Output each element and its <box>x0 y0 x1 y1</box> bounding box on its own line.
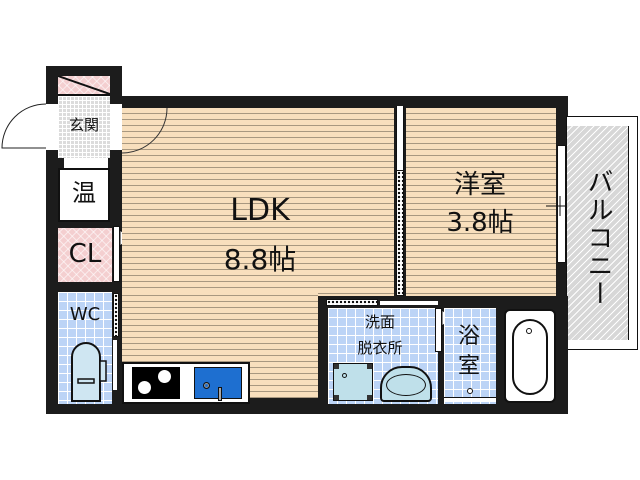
partition-upper <box>396 106 404 170</box>
kitchen-sink[interactable] <box>194 367 242 401</box>
sliding-door-ldk-western[interactable] <box>396 170 404 296</box>
ldk-size: 8.8帖 <box>223 243 297 276</box>
bathroom-label-line2: 室 <box>457 354 480 379</box>
toilet-fixture-icon <box>71 342 107 402</box>
entrance-label: 玄関 <box>68 116 99 134</box>
entrance-inner-opening <box>110 104 122 150</box>
ldk-label: LDK <box>230 193 290 228</box>
closet-door[interactable] <box>113 226 120 282</box>
washroom-sliding-door[interactable] <box>326 299 378 306</box>
water-heater-label: 温 <box>72 179 96 207</box>
washroom-label-line1: 洗面 <box>364 313 395 331</box>
burner-icon <box>158 370 171 383</box>
drain-icon <box>203 382 210 389</box>
faucet-icon <box>218 387 222 401</box>
western-room-size: 3.8帖 <box>446 208 514 238</box>
washroom-door-gap <box>380 301 438 305</box>
western-room-label: 洋室 <box>453 170 506 200</box>
balcony-floor <box>567 126 629 340</box>
burner-icon <box>138 381 151 394</box>
western-room-floor <box>406 108 556 296</box>
balcony-label: バルコニー <box>583 168 613 308</box>
washing-machine[interactable] <box>333 363 373 401</box>
washroom-label-line2: 脱衣所 <box>357 339 403 357</box>
washer-drain-icon <box>342 373 347 378</box>
bathtub-drain-icon <box>526 328 532 334</box>
toilet-sliding-door[interactable] <box>113 293 119 337</box>
wash-basin[interactable] <box>380 366 432 402</box>
basin-bowl-icon <box>386 374 426 396</box>
shoe-closet-diagonal-icon <box>58 76 110 96</box>
washer-foot-icon <box>334 395 339 400</box>
ldk-door-swing-icon <box>122 108 168 154</box>
front-door-opening[interactable] <box>46 104 58 150</box>
bathroom-door[interactable] <box>435 308 442 352</box>
balcony-window[interactable] <box>557 145 566 263</box>
entrance-floor <box>58 96 110 158</box>
entrance-step <box>64 158 108 168</box>
closet-label: CL <box>68 239 102 269</box>
washer-foot-icon <box>367 395 372 400</box>
toilet-wall-gap <box>113 340 117 390</box>
washer-foot-icon <box>367 364 372 369</box>
front-door-swing-icon <box>1 103 47 149</box>
toilet-label: WC <box>69 304 101 325</box>
bathtub-basin-icon <box>512 319 548 395</box>
bathtub[interactable] <box>504 309 556 403</box>
bathroom-label-line1: 浴 <box>457 324 480 349</box>
washer-foot-icon <box>334 364 339 369</box>
stove-cooktop[interactable] <box>132 367 180 399</box>
water-heater-box <box>58 168 110 222</box>
bathroom-drain-icon <box>467 388 473 394</box>
closet-floor <box>58 228 112 282</box>
bathroom-step <box>444 397 496 402</box>
